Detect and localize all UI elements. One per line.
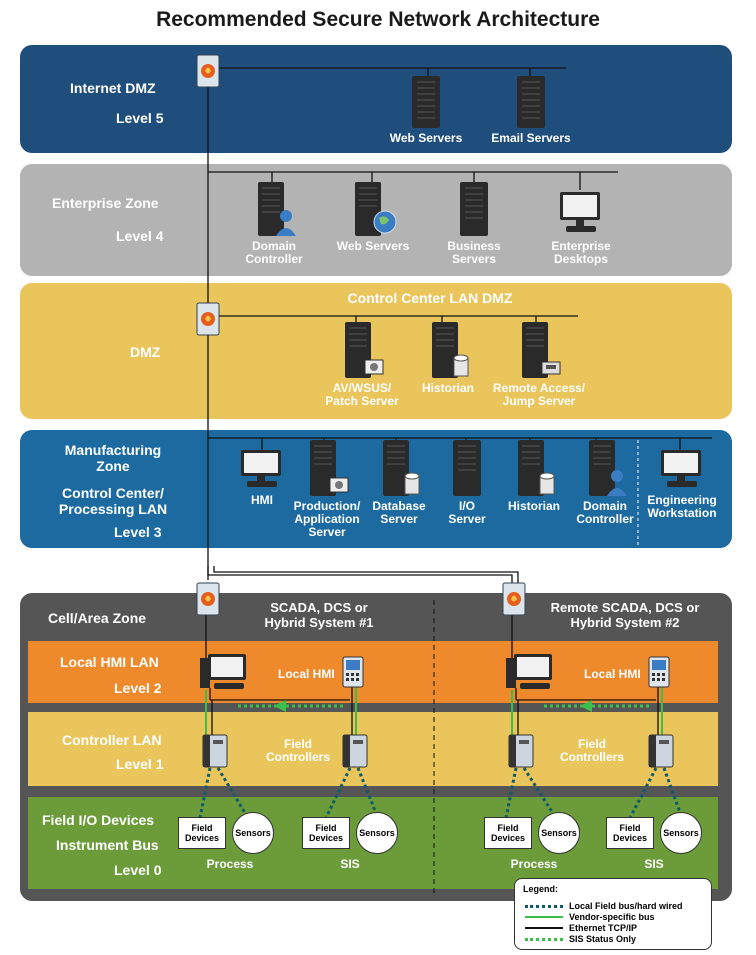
sensors-circle: Sensors xyxy=(356,812,398,854)
legend-ethernet: Ethernet TCP/IP xyxy=(569,923,638,933)
legend-sis-status: SIS Status Only xyxy=(569,934,637,944)
email-servers-node: Email Servers xyxy=(478,76,584,145)
field-devices-box: Field Devices xyxy=(302,817,350,849)
firewall-icon xyxy=(196,582,220,616)
ethernet-swatch xyxy=(525,927,563,929)
cell-area-zone-label: Cell/Area Zone xyxy=(48,610,147,626)
server-icon xyxy=(517,76,545,128)
enterprise-desktops-node: Enterprise Desktops xyxy=(536,188,626,266)
page-title: Recommended Secure Network Architecture xyxy=(156,8,600,31)
controller-icon xyxy=(648,734,674,768)
field-controllers-2-label: Field Controllers xyxy=(559,737,624,764)
dmz-band xyxy=(20,283,732,419)
field-io-devices-label: Field I/O Devices xyxy=(42,812,155,828)
sensors-circle: Sensors xyxy=(232,812,274,854)
level-3-label: Level 3 xyxy=(114,524,162,540)
server-device-icon xyxy=(522,322,561,378)
sensors-circle: Sensors xyxy=(660,812,702,854)
av-wsus-patch-server-node: AV/WSUS/ Patch Server xyxy=(312,322,412,408)
field-devices-box: Field Devices xyxy=(606,817,654,849)
controller-icon xyxy=(202,734,228,768)
controller-icon xyxy=(342,734,368,768)
web-servers-l4-node: Web Servers xyxy=(330,182,416,253)
level-5-label: Level 5 xyxy=(116,110,164,126)
control-center-processing-lan-label: Control Center/ Processing LAN xyxy=(58,485,168,517)
firewall-icon xyxy=(502,582,526,616)
controller-lan-band xyxy=(28,712,718,786)
hmi-panel-icon xyxy=(648,656,670,688)
field-bus-swatch xyxy=(525,904,563,908)
web-servers-l5-node: Web Servers xyxy=(376,76,476,145)
server-globe-icon xyxy=(355,182,397,236)
sis-1-label: SIS xyxy=(340,857,360,871)
controller-icon xyxy=(508,734,534,768)
field-devices-box: Field Devices xyxy=(178,817,226,849)
firewall-icon xyxy=(196,54,220,88)
system-2-label: Remote SCADA, DCS or Hybrid System #2 xyxy=(550,600,700,630)
dmz-label: DMZ xyxy=(130,344,161,360)
vendor-bus-swatch xyxy=(525,916,563,918)
controller-lan-label: Controller LAN xyxy=(62,732,162,748)
server-icon xyxy=(412,76,440,128)
legend: Legend: Local Field bus/hard wired Vendo… xyxy=(514,878,712,950)
local-hmi-lan-band xyxy=(28,641,718,703)
level-4-label: Level 4 xyxy=(116,228,164,244)
server-icon xyxy=(460,182,488,236)
local-hmi-lan-label: Local HMI LAN xyxy=(60,654,159,670)
historian-l3-node: Historian xyxy=(500,440,568,513)
server-database-icon xyxy=(383,440,420,496)
server-database-icon xyxy=(432,322,469,378)
process-2-label: Process xyxy=(510,857,558,871)
instrument-bus-label: Instrument Bus xyxy=(56,837,159,853)
server-user-icon xyxy=(258,182,296,236)
server-database-icon xyxy=(518,440,555,496)
desktop-icon xyxy=(241,450,281,487)
local-hmi-1-label: Local HMI xyxy=(278,667,335,681)
firewall-icon xyxy=(196,302,220,336)
database-server-node: Database Server xyxy=(368,440,430,526)
sensors-circle: Sensors xyxy=(538,812,580,854)
hmi-panel-icon xyxy=(342,656,364,688)
level-1-label: Level 1 xyxy=(116,756,164,772)
legend-title: Legend: xyxy=(523,884,558,894)
server-camera-icon xyxy=(310,440,349,496)
enterprise-zone-label: Enterprise Zone xyxy=(52,195,159,211)
production-application-server-node: Production/ Application Server xyxy=(288,440,366,539)
manufacturing-zone-label: Manufacturing Zone xyxy=(64,442,162,474)
legend-vendor-bus: Vendor-specific bus xyxy=(569,912,655,922)
local-hmi-desktop-icon xyxy=(200,654,246,689)
business-servers-node: Business Servers xyxy=(436,182,512,266)
remote-access-jump-server-node: Remote Access/ Jump Server xyxy=(484,322,594,408)
desktop-icon xyxy=(661,450,701,487)
domain-controller-l4-node: Domain Controller xyxy=(230,182,318,266)
server-icon xyxy=(453,440,481,496)
field-controllers-1-label: Field Controllers xyxy=(265,737,330,764)
sis-status-swatch xyxy=(525,937,563,941)
system-1-label: SCADA, DCS or Hybrid System #1 xyxy=(264,600,374,630)
local-hmi-desktop-icon xyxy=(506,654,552,689)
level-2-label: Level 2 xyxy=(114,680,162,696)
field-devices-box: Field Devices xyxy=(484,817,532,849)
engineering-workstation-node: Engineering Workstation xyxy=(642,448,722,520)
hmi-node: HMI xyxy=(234,448,290,507)
desktop-icon xyxy=(560,192,600,232)
domain-controller-l3-node: Domain Controller xyxy=(570,440,640,526)
io-server-node: I/O Server xyxy=(440,440,494,526)
local-hmi-2-label: Local HMI xyxy=(584,667,641,681)
level-0-label: Level 0 xyxy=(114,862,162,878)
internet-dmz-band xyxy=(20,45,732,153)
server-user-icon xyxy=(589,440,627,496)
server-camera-icon xyxy=(345,322,384,378)
control-center-lan-dmz-label: Control Center LAN DMZ xyxy=(347,290,513,306)
process-1-label: Process xyxy=(206,857,254,871)
sis-2-label: SIS xyxy=(644,857,664,871)
historian-dmz-node: Historian xyxy=(412,322,484,395)
internet-dmz-label: Internet DMZ xyxy=(70,80,156,96)
legend-field-bus: Local Field bus/hard wired xyxy=(569,901,683,911)
